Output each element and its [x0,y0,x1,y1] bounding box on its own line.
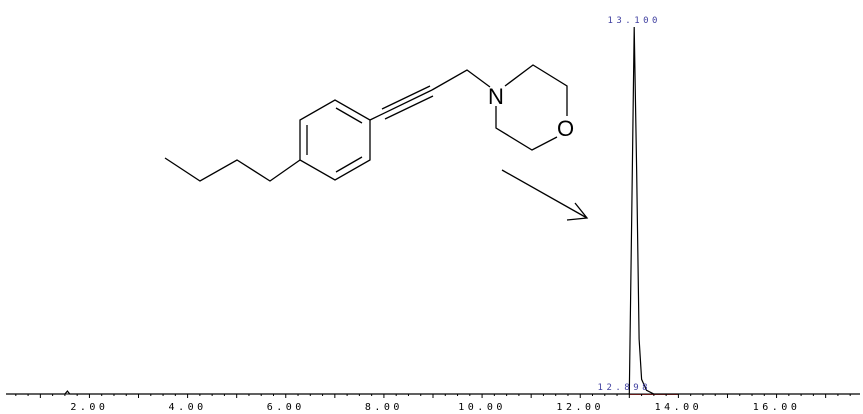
peak-label: 13.100 [607,16,661,26]
x-axis: 2.00 4.00 6.00 8.00 10.00 12.00 14.00 16.00 [6,393,860,413]
chromatogram-line [6,26,860,395]
x-tick-label: 12.00 [556,402,604,413]
alkyne-bond-center [369,89,433,121]
x-tick-label: 2.00 [70,402,108,413]
x-tick-label: 6.00 [267,402,305,413]
butyl-chain [164,157,301,182]
molecule-structure [164,64,568,182]
morpholine-ring-lower [495,106,558,151]
chromatogram-trace [6,26,860,395]
chart-labels: 13.100 12.898 [598,16,661,393]
benzene-inner-bond-3 [335,156,363,173]
benzene-ring [299,99,371,181]
x-tick-label: 4.00 [169,402,207,413]
oxygen-atom-label: O [557,116,574,141]
morpholine-ring-upper [504,64,568,116]
x-tick-label: 10.00 [458,402,506,413]
x-tick-label: 14.00 [655,402,703,413]
benzene-inner-bond-2 [335,107,363,124]
alkyne-bond-upper [381,85,431,110]
x-tick-label: 16.00 [753,402,801,413]
x-tick-label: 8.00 [365,402,403,413]
nitrogen-atom-label: N [488,84,504,109]
methylene-bond [431,69,491,91]
arrow-icon [501,169,589,221]
peak-label: 12.898 [598,383,652,393]
alkyne-bond-lower [384,95,434,120]
